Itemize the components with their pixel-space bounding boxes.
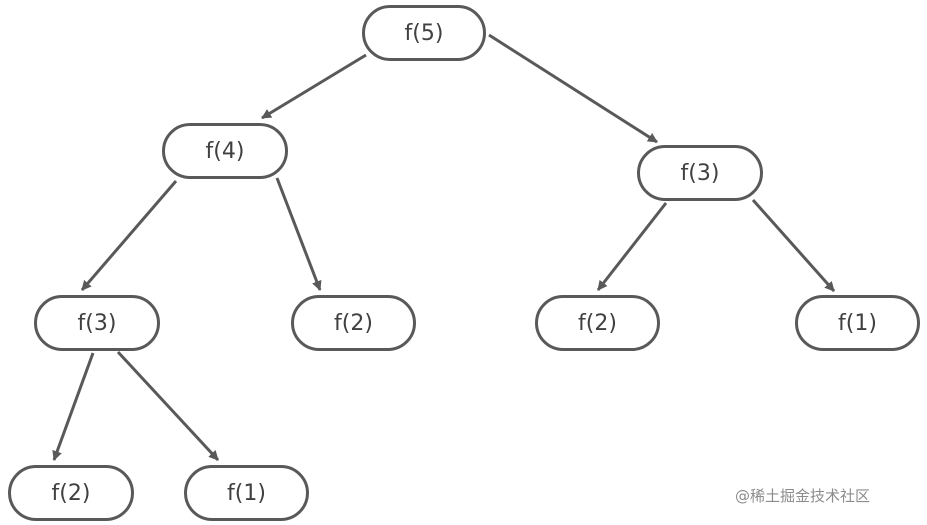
node-f3-left: f(3) [34,295,160,351]
edge-f3-f1 [751,199,836,292]
node-f5: f(5) [362,5,486,61]
node-f2-a: f(2) [291,295,416,351]
edge-f4-f2 [275,177,322,291]
node-f4: f(4) [162,123,288,179]
edge-f3-f2 [596,202,668,291]
edge-f5-f4 [261,53,367,120]
node-f1-b: f(1) [184,465,309,521]
edge-f3l-f2 [52,352,95,461]
node-f2-c: f(2) [8,465,134,521]
edge-f3l-f1 [116,350,220,462]
node-f1-a: f(1) [795,295,920,351]
edge-f5-f3 [488,33,658,144]
watermark: @稀土掘金技术社区 [735,487,871,505]
edge-f4-f3 [80,180,178,291]
node-f2-b: f(2) [535,295,660,351]
node-f3-right: f(3) [637,145,763,201]
